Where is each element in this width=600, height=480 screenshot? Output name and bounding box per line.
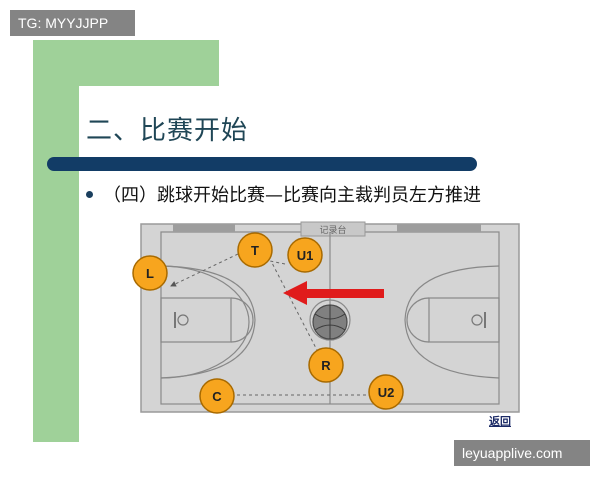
basket-left [177,314,189,326]
free-throw-arc-left [230,297,254,343]
player-label-c: C [212,389,222,404]
player-l: L [132,255,168,291]
slide-title: 二、比赛开始 [86,116,249,146]
free-throw-arc-right [406,297,430,343]
key-left [160,297,232,343]
bullet-text: （四）跳球开始比赛—比赛向主裁判员左方推进 [103,185,481,206]
direction-arrow-shaft [302,289,384,298]
bullet-dot-icon [86,190,93,198]
back-link[interactable]: 返回 [489,415,511,428]
movement-line-r [270,260,319,353]
basket-right [471,314,483,326]
player-r: R [308,347,344,383]
watermark-top: TG: MYYJJPP [10,10,135,36]
bench-left [173,224,235,232]
watermark-bottom: leyuapplive.com [454,440,590,466]
scorer-table-label: 记录台 [319,224,346,236]
player-label-u1: U1 [297,248,314,263]
player-u1: U1 [287,237,323,273]
scorer-table [300,221,366,237]
bench-right [397,224,481,232]
movement-line-t [170,253,239,287]
key-right [428,297,500,343]
player-t: T [237,232,273,268]
player-label-u2: U2 [378,385,395,400]
three-point-line-left [160,265,256,379]
three-point-line-right [404,265,500,379]
three-point-arc-left [160,265,250,379]
bullet-item: （四）跳球开始比赛—比赛向主裁判员左方推进 [86,181,481,207]
player-u2: U2 [368,374,404,410]
player-label-l: L [146,266,154,281]
direction-arrow-head [283,281,307,305]
player-label-t: T [251,243,259,258]
basketball-seams [314,305,346,339]
center-circle [309,299,351,341]
player-label-r: R [321,358,331,373]
player-c: C [199,378,235,414]
title-divider-bar [47,157,477,171]
basketball-court-svg: 记录台 T U1 L [132,221,520,414]
court-diagram: 记录台 T U1 L [125,210,525,420]
